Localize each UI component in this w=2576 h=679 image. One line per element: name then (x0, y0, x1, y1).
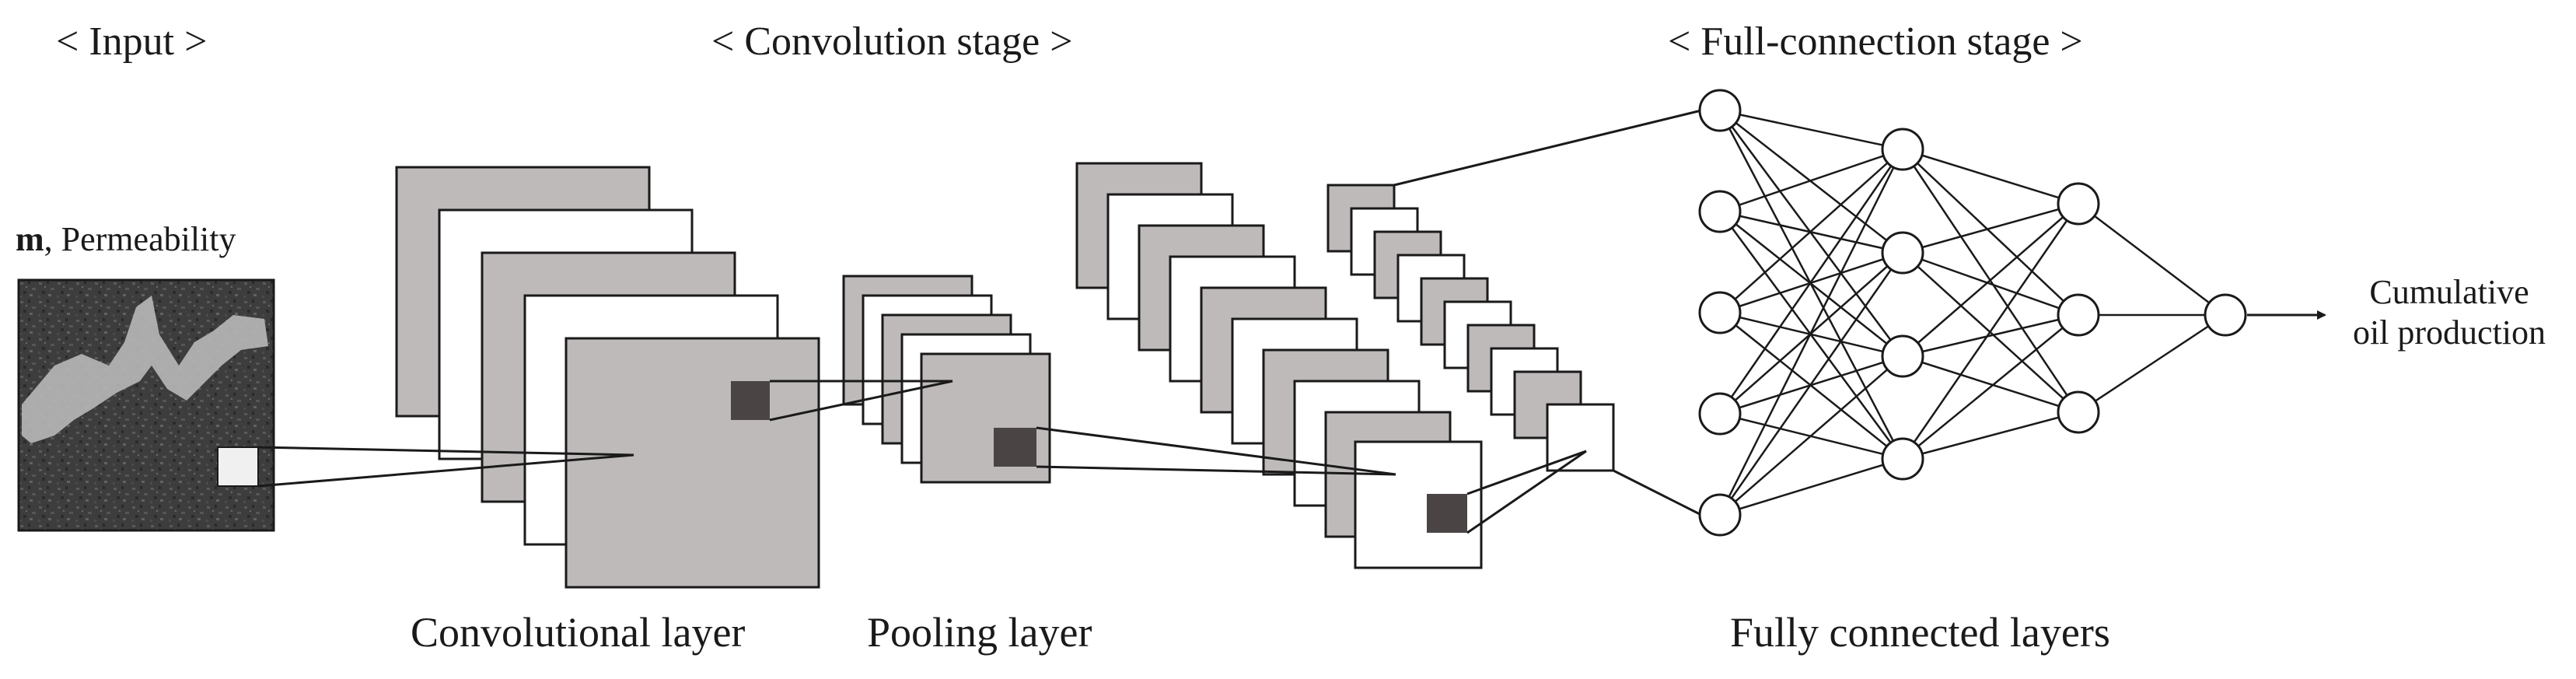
permeability-map (17, 278, 275, 532)
pooling-layer-stack (842, 275, 1051, 484)
fc-connection (1719, 211, 1903, 357)
output-label-line2: oil production (2352, 313, 2546, 352)
convolutional-layer-label: Convolutional layer (411, 609, 746, 656)
fc-connection (1902, 251, 2079, 317)
receptive-field-lines (257, 380, 1587, 534)
neuron-layer-3 (2057, 293, 2100, 337)
neuron-layer-1 (1698, 291, 1742, 334)
fc-connection (1902, 149, 2079, 316)
fully-connected-neurons (1698, 89, 2247, 537)
fc-connection (1718, 252, 1904, 516)
fc-connection (1902, 355, 2079, 414)
neuron-layer-1 (1698, 392, 1742, 436)
neuron-layer-2 (1881, 128, 1924, 171)
neuron-layer-1 (1698, 493, 1742, 537)
second-pooling-stack (1326, 184, 1615, 472)
fully-connected-layers-label: Fully connected layers (1730, 609, 2110, 656)
output-label: Cumulative oil production (2325, 272, 2574, 353)
fc-connection (2078, 313, 2226, 414)
input-variable-label: m, Permeability (16, 219, 236, 259)
neuron-layer-2 (1881, 334, 1924, 378)
fc-connection (1902, 148, 2079, 205)
fc-connection (1719, 109, 1903, 151)
fc-connection (1902, 202, 2079, 254)
output-neuron (2204, 293, 2247, 337)
neuron-layer-1 (1698, 89, 1742, 132)
fc-connection (1718, 149, 1904, 415)
neuron-layer-3 (2057, 390, 2100, 434)
fc-connection (2078, 203, 2226, 316)
fc-connection (1719, 110, 1903, 254)
output-label-line1: Cumulative (2369, 273, 2529, 311)
permeability-channel (22, 296, 268, 443)
pooling-layer-label: Pooling layer (867, 609, 1092, 656)
fc-connection (1718, 110, 1904, 357)
fc-connection (1901, 203, 2080, 460)
neuron-layer-3 (2057, 182, 2100, 226)
fc-connection (1718, 149, 1904, 516)
fully-connected-edges (1718, 109, 2226, 516)
fc-connection (1719, 457, 1903, 516)
convolutional-layer-stack (395, 166, 820, 589)
stage-title-convolution: < Convolution stage > (711, 19, 1073, 64)
fc-connection (1719, 149, 1903, 313)
fc-connection (1719, 148, 1903, 213)
fc-connection (1902, 314, 2079, 460)
stage-title-input: < Input > (56, 19, 208, 64)
input-patch (217, 446, 259, 487)
fc-connection (1902, 203, 2079, 357)
flatten-lines (1393, 109, 1702, 516)
input-variable-symbol: m (16, 220, 44, 258)
fc-connection (1902, 411, 2079, 460)
stage-title-full-connection: < Full-connection stage > (1668, 19, 2083, 64)
neuron-layer-1 (1698, 190, 1742, 233)
neuron-layer-2 (1881, 437, 1924, 481)
second-convolution-stack (1075, 162, 1483, 569)
fc-connection (1719, 355, 1903, 516)
neuron-layer-2 (1881, 231, 1924, 275)
fc-connection (1902, 313, 2079, 358)
input-variable-text: , Permeability (44, 220, 236, 258)
